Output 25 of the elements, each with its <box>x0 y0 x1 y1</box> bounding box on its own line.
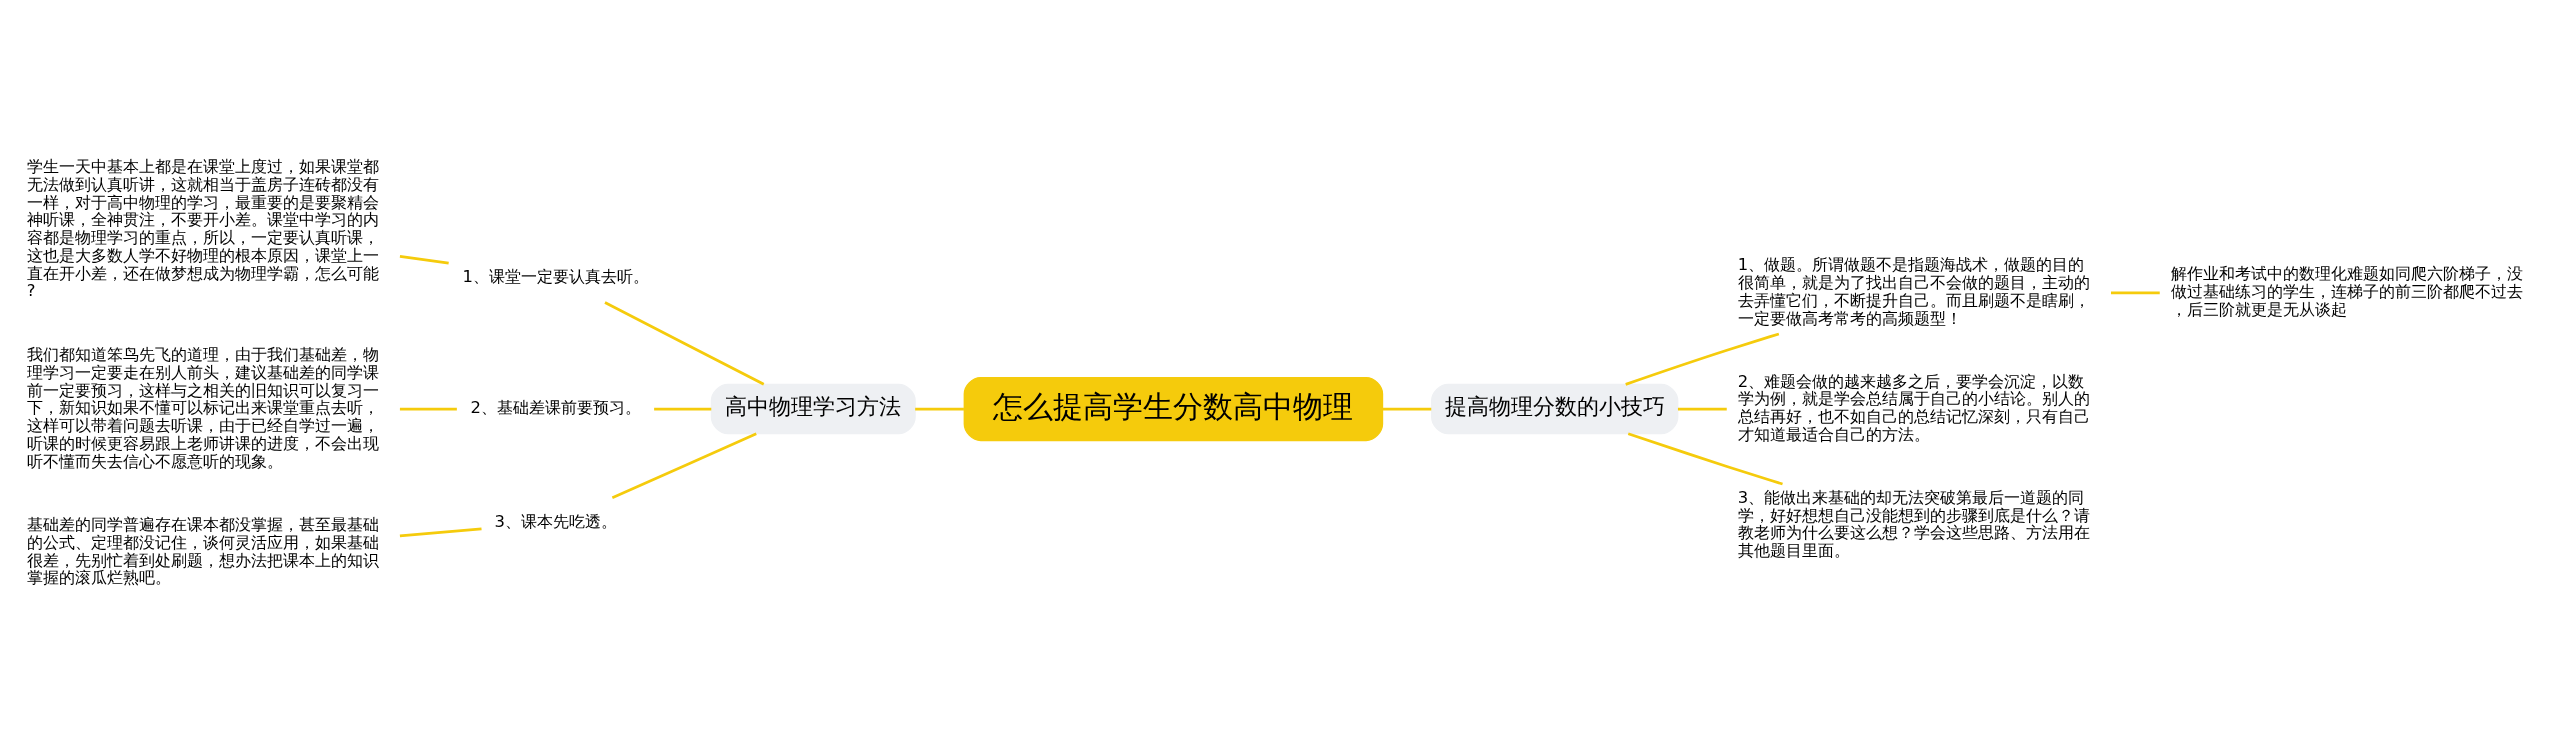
node-box: 怎么提高学生分数高中物理 <box>963 376 1384 442</box>
node-box: 高中物理学习方法 <box>710 383 916 435</box>
node-text: 3、能做出来基础的却无法突破第最后一道题的同学，好好想想自己没能想到的步骤到底是什么？请教老师为什么要这么想？学会这些思路、方法用在其他题目里面。 <box>1737 487 2090 561</box>
node-text: 基础差的同学普遍存在课本都没掌握，甚至最基础的公式、定理都没记住，谈何灵活应用，如果基础很差，先别忙着到处刷题，想办法把课本上的知识掌握的滚瓜烂熟吧。 <box>26 515 379 588</box>
connector <box>1382 407 1432 411</box>
node-text: 学生一天中基本上都是在课堂上度过，如果课堂都无法做到认真听讲，这就相当于盖房子连砖都没有一样，对于高中物理的学习，最重要的是要聚精会神听课，全神贯注，不要开小差。课堂中学习的内容都是物理学习的重点，所以，一定要认真听课，这也是大多数人学不好物理的根本原因，课堂上一直在开小差，还在做梦想成为物理学霸，怎么可能? <box>26 157 379 301</box>
connector <box>654 407 712 411</box>
connector <box>604 301 765 386</box>
node-text: 2、基础差课前要预习。 <box>470 398 641 418</box>
connector <box>1677 407 1727 411</box>
node-text: 我们都知道笨鸟先飞的道理，由于我们基础差，物理学习一定要走在别人前头，建议基础差的同学课前一定要预习，这样与之相关的旧知识可以复习一下，新知识如果不懂可以标记出来课堂重点去听，这样可以带着问题去听课，由于已经自学过一遍，听课的时候更容易跟上老师讲课的进度，不会出现听不懂而失去信心不愿意听的现象。 <box>26 344 379 471</box>
connector <box>611 432 757 500</box>
connector <box>915 407 964 411</box>
connector <box>1625 332 1780 386</box>
node-text: 3、课本先吃透。 <box>494 511 617 531</box>
node-text: 1、做题。所谓做题不是指题海战术，做题的目的很简单，就是为了找出自己不会做的题目，主动的去弄懂它们，不断提升自己。而且刷题不是瞎刷，一定要做高考常考的高频题型！ <box>1737 255 2090 328</box>
node-text: 2、难题会做的越来越多之后，要学会沉淀，以数学为例，就是学会总结属于自己的小结论。别人的总结再好，也不如自己的总结记忆深刻，只有自己才知道最适合自己的方法。 <box>1737 371 2090 444</box>
node-text: 1、课堂一定要认真去听。 <box>462 267 649 287</box>
connector <box>399 407 457 411</box>
connector <box>2111 291 2160 295</box>
node-text: 解作业和考试中的数理化难题如同爬六阶梯子，没做过基础练习的学生，连梯子的前三阶都爬不过去，后三阶就更是无从谈起 <box>2171 264 2524 319</box>
node-box: 提高物理分数的小技巧 <box>1431 383 1679 435</box>
connector <box>399 527 482 538</box>
connector <box>1627 432 1783 486</box>
connector <box>399 255 449 265</box>
